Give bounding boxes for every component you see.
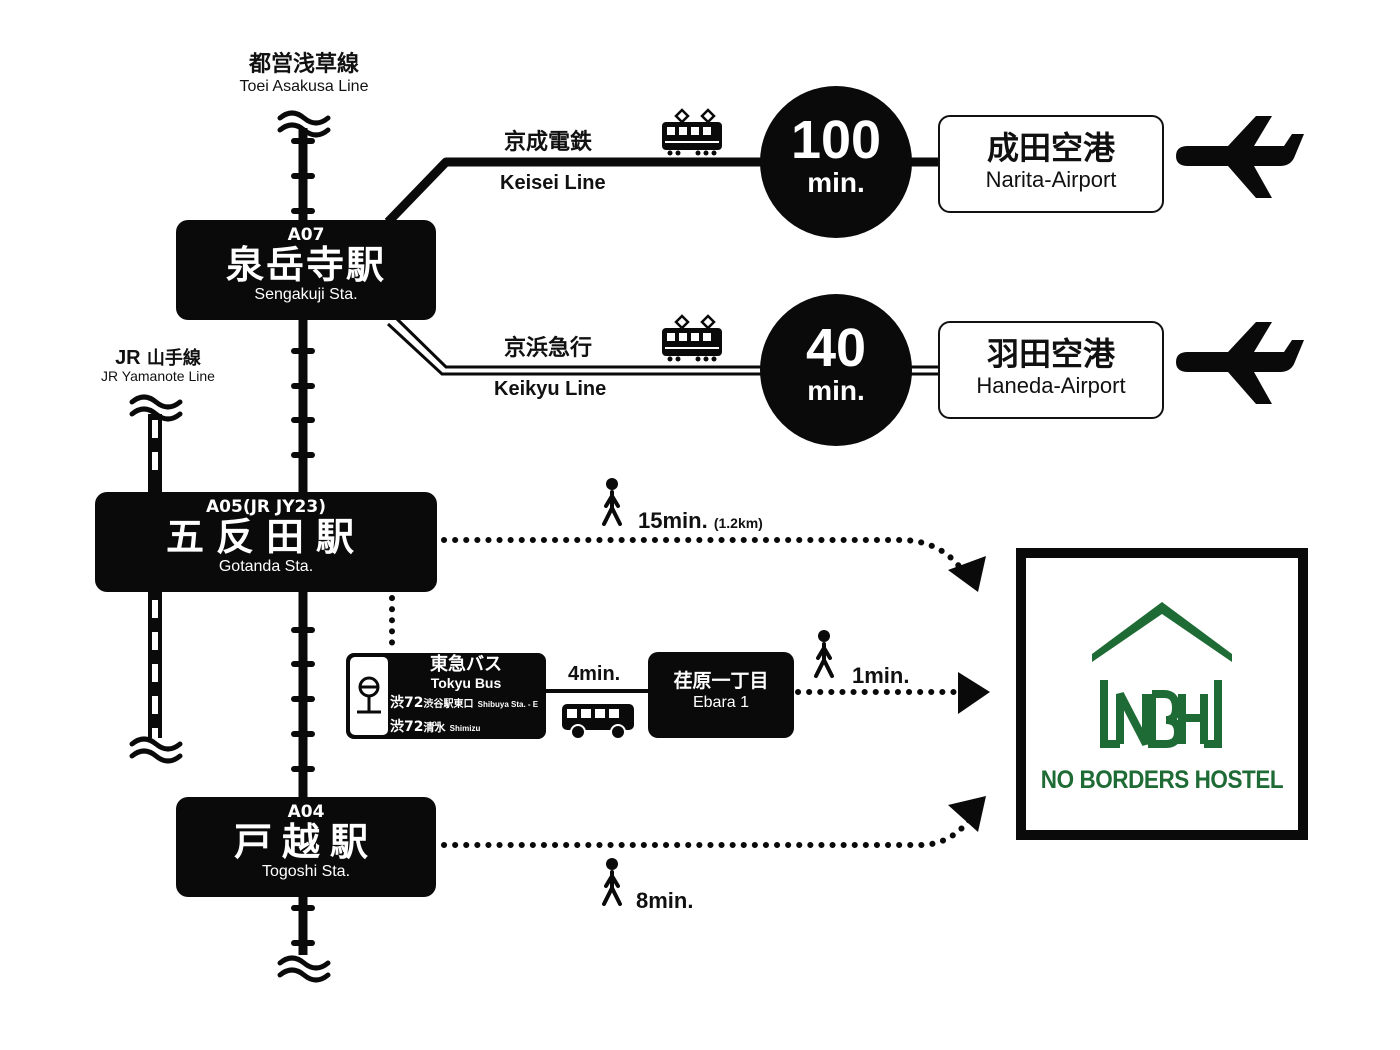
roof-icon: [1092, 602, 1232, 662]
airport-name-jp: 成田空港: [986, 129, 1115, 167]
walk-time-ebara: 1min.: [852, 663, 910, 688]
station-name-jp: 泉岳寺駅: [225, 243, 386, 287]
bus-travel-time: 4min.: [568, 663, 621, 685]
keisei-line-name-en: Keisei Line: [500, 172, 606, 194]
time-circle-haneda: 40 min.: [760, 294, 912, 446]
asakusa-line-break-bottom: [277, 955, 331, 983]
asakusa-line-name-en: Toei Asakusa Line: [239, 78, 369, 95]
arrow-head-gotanda: [948, 556, 986, 592]
station-name-en: Sengakuji Sta.: [254, 286, 358, 303]
yamanote-line-prefix: JR: [115, 347, 141, 369]
airplane-icon: [1176, 116, 1304, 198]
walker-icon: [814, 630, 834, 678]
yamanote-line-name-en: JR Yamanote Line: [101, 368, 215, 384]
walker-icon: [602, 478, 622, 526]
route-destination-jp: 清水: [423, 721, 446, 734]
train-icon: [662, 314, 722, 362]
bus-stop-name-en: Ebara 1: [692, 694, 750, 711]
bus-stop-name-jp: 荏原一丁目: [673, 670, 769, 692]
station-name-jp: 五反田駅: [165, 515, 366, 559]
station-name-en: Gotanda Sta.: [218, 558, 314, 575]
bus-stop-icon: [350, 657, 388, 735]
station-code: A05(JR JY23): [206, 497, 326, 517]
walk-distance: (1.2km): [713, 515, 763, 531]
route-number: 渋72: [390, 719, 424, 735]
walker-icon: [602, 858, 622, 906]
walk-time-togoshi: 8min.: [636, 888, 694, 913]
station-code: A04: [287, 802, 325, 822]
keikyu-line-name-jp: 京浜急行: [504, 336, 593, 361]
airport-narita[interactable]: 成田空港 Narita-Airport: [938, 115, 1164, 213]
time-circle-narita: 100 min.: [760, 86, 912, 238]
yamanote-line-break-top: [129, 394, 183, 422]
station-togoshi[interactable]: A04 戸越駅 Togoshi Sta.: [176, 797, 436, 897]
asakusa-line-break-top: [277, 110, 331, 138]
yamanote-line-kanji: 山手線: [146, 348, 201, 369]
hostel-destination[interactable]: NO BORDERS HOSTEL: [1016, 548, 1308, 840]
bus-operator-jp: 東急バス: [430, 654, 502, 675]
travel-time-unit: min.: [807, 375, 865, 406]
hostel-logo: [1092, 602, 1232, 748]
route-number: 渋72: [390, 695, 424, 711]
travel-time-unit: min.: [807, 167, 865, 198]
keikyu-line-name-en: Keikyu Line: [494, 378, 607, 400]
yamanote-line-break-bottom: [129, 736, 183, 764]
walk-time-gotanda: 15min. (1.2km): [638, 508, 763, 534]
route-destination-jp: 渋谷駅東口: [423, 699, 474, 710]
nbh-monogram: [1100, 680, 1222, 748]
airport-haneda[interactable]: 羽田空港 Haneda-Airport: [938, 321, 1164, 419]
bus-stop-ebara[interactable]: 荏原一丁目 Ebara 1: [648, 652, 794, 738]
airport-name-en: Haneda-Airport: [976, 373, 1126, 398]
arrow-head-togoshi: [948, 796, 986, 832]
travel-time-value: 100: [790, 110, 882, 170]
yamanote-line-name-jp: JR 山手線: [96, 344, 220, 370]
bus-operator-en: Tokyu Bus: [430, 675, 502, 691]
travel-time-value: 40: [805, 318, 867, 378]
station-sengakuji[interactable]: A07 泉岳寺駅 Sengakuji Sta.: [176, 220, 436, 320]
bus-route-or: or: [432, 719, 440, 728]
airport-name-en: Narita-Airport: [985, 167, 1117, 192]
station-name-jp: 戸越駅: [233, 820, 378, 864]
asakusa-line-name-jp: 都営浅草線: [248, 52, 359, 77]
bus-route-2: 渋72清水 Shimizu: [390, 720, 480, 736]
airport-name-jp: 羽田空港: [986, 335, 1115, 373]
bus-icon: [562, 704, 634, 740]
keisei-line-name-jp: 京成電鉄: [504, 130, 593, 155]
route-destination-en: Shibuya Sta. - E: [477, 700, 539, 709]
station-name-en: Togoshi Sta.: [261, 863, 351, 880]
bus-route-1: 渋72渋谷駅東口 Shibuya Sta. - E: [390, 696, 538, 712]
walk-path-togoshi: [441, 816, 973, 848]
asakusa-line-ticks: [291, 138, 315, 946]
walk-path-gotanda: [441, 537, 965, 573]
train-icon: [662, 108, 722, 156]
station-gotanda[interactable]: A05(JR JY23) 五反田駅 Gotanda Sta.: [95, 492, 437, 592]
arrow-head-ebara: [958, 672, 990, 714]
route-destination-en: Shimizu: [449, 724, 481, 733]
walk-time: 15min.: [638, 508, 708, 533]
bus-info-box[interactable]: 東急バス Tokyu Bus 渋72渋谷駅東口 Shibuya Sta. - E…: [346, 653, 546, 739]
station-code: A07: [287, 225, 325, 245]
hostel-name: NO BORDERS HOSTEL: [1040, 766, 1284, 794]
airplane-icon: [1176, 322, 1304, 404]
